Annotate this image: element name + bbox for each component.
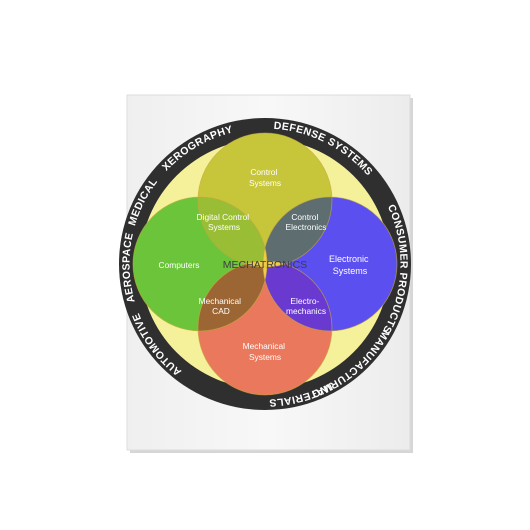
label-control-electronics: Control Electronics [286,212,327,232]
outline-mechanical [197,260,333,396]
label-control-electronics-line2: Electronics [286,222,327,232]
label-control-systems-line2: Systems [249,178,281,188]
label-mechanical-cad-line2: CAD [212,306,230,316]
label-mechanical-cad: Mechanical CAD [199,296,244,316]
label-electromechanics: Electro- mechanics [286,296,326,316]
outline-computers [132,196,268,332]
label-mechanical-systems-line1: Mechanical [243,341,286,351]
label-digital-control-systems: Digital Control Systems [197,212,252,232]
label-electronic-systems-line2: Systems [333,266,368,276]
label-electromechanics-line1: Electro- [290,296,319,306]
label-digital-control-line1: Digital Control [197,212,250,222]
label-mechatronics: MECHATRONICS [223,259,307,271]
label-mechanical-systems: Mechanical Systems [243,341,288,362]
label-electromechanics-line2: mechanics [286,306,326,316]
label-electronic-systems-line1: Electronic [329,254,369,264]
label-digital-control-line2: Systems [208,222,240,232]
label-electronic-systems: Electronic Systems [329,254,371,276]
circle-outlines [132,132,398,396]
outline-electronic [262,196,398,332]
label-control-systems-line1: Control [250,167,277,177]
label-control-systems: Control Systems [249,167,281,188]
label-computers: Computers [159,260,200,270]
label-mechanical-systems-line2: Systems [249,352,281,362]
label-mechanical-cad-line1: Mechanical [199,296,242,306]
label-control-electronics-line1: Control [291,212,318,222]
outline-control [197,132,333,268]
ring-label-aerospace: AEROSPACE [120,231,137,304]
